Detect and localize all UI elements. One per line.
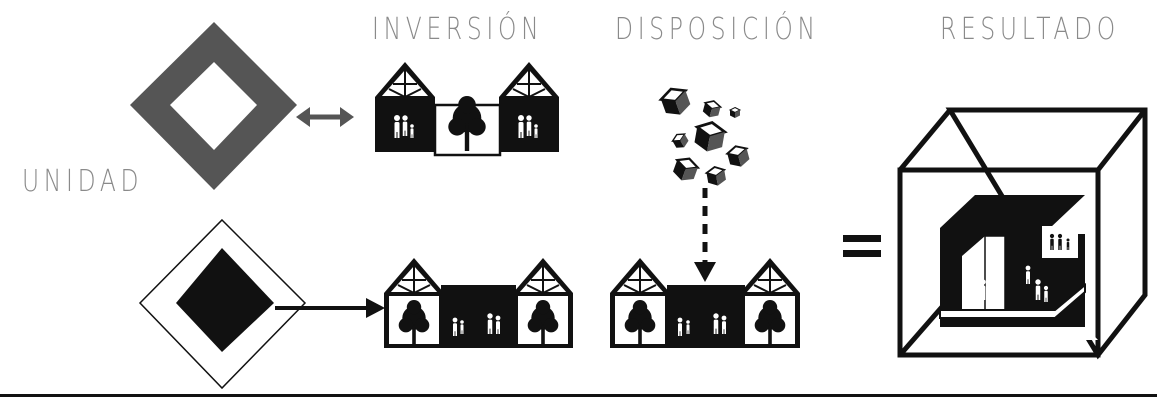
dashed-arrow	[694, 188, 716, 282]
double-arrow	[296, 107, 354, 127]
unit-diamond-top	[130, 22, 297, 190]
label-disposicion: DISPOSICIÓN	[615, 12, 820, 47]
long-arrow	[275, 298, 385, 318]
inversion-bottom-houses	[383, 257, 574, 349]
label-resultado: RESULTADO	[940, 12, 1120, 47]
label-inversion: INVERSIÓN	[372, 12, 544, 47]
baseline-rule	[0, 394, 1157, 397]
equals-sign	[843, 235, 881, 257]
label-unidad: UNIDAD	[22, 164, 144, 199]
unit-diamond-bottom	[138, 218, 307, 390]
disposicion-houses	[609, 257, 801, 349]
falling-cubes	[657, 83, 752, 189]
result-interior	[939, 195, 1098, 340]
inversion-top-houses	[374, 61, 560, 157]
